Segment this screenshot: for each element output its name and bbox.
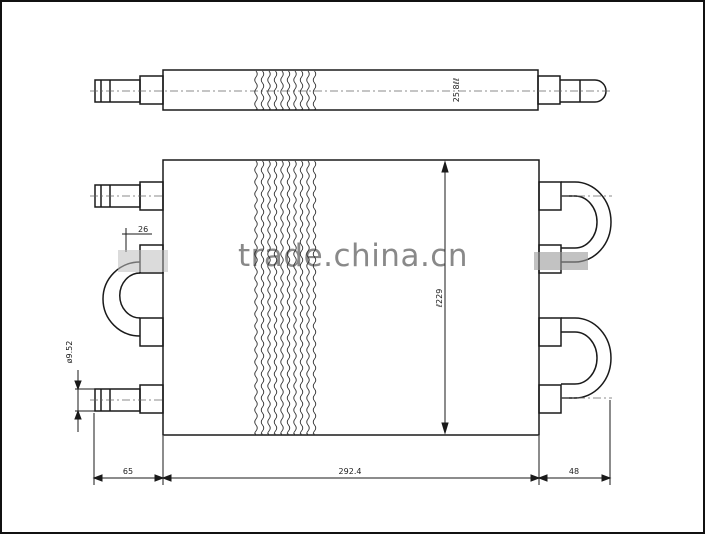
fin-line bbox=[254, 160, 258, 435]
top-view-fins bbox=[254, 70, 317, 110]
fin-line bbox=[286, 160, 291, 435]
fin-line bbox=[293, 70, 297, 110]
top-core-body bbox=[162, 69, 539, 111]
blurred-patch-left bbox=[118, 250, 168, 272]
fin-line bbox=[273, 160, 278, 435]
fin-line bbox=[312, 160, 317, 435]
fin-line bbox=[260, 160, 265, 435]
left-mid-fitting-lower bbox=[139, 317, 164, 347]
core-width-dimension: 292.4 bbox=[339, 467, 362, 476]
fin-line bbox=[306, 70, 310, 110]
pitch-dimension-label: 26 bbox=[138, 225, 148, 234]
fin-line bbox=[312, 70, 317, 110]
right-upper-u-bend bbox=[561, 181, 612, 263]
fin-line bbox=[267, 70, 271, 110]
top-view bbox=[94, 69, 607, 111]
bottom-dimensions bbox=[92, 400, 612, 485]
right-upper-fitting-a bbox=[538, 181, 562, 211]
fin-line bbox=[299, 70, 304, 110]
fin-line bbox=[260, 70, 265, 110]
top-left-fitting-base bbox=[139, 75, 164, 105]
right-lower-fitting-b bbox=[538, 384, 562, 414]
left-overall-dimension: 65 bbox=[123, 467, 133, 476]
fin-line bbox=[286, 70, 291, 110]
right-lower-fitting-a bbox=[538, 317, 562, 347]
left-lower-fitting-base bbox=[139, 384, 164, 414]
front-view-fins bbox=[254, 160, 317, 435]
right-overall-dimension: 48 bbox=[569, 467, 579, 476]
front-core-body bbox=[162, 159, 540, 436]
blurred-patch-right bbox=[534, 252, 588, 270]
pitch-dimension bbox=[122, 228, 152, 252]
front-view-centerlines bbox=[90, 195, 612, 401]
fin-line bbox=[254, 70, 258, 110]
fin-line bbox=[267, 160, 271, 435]
front-view bbox=[94, 159, 612, 436]
height-dimension bbox=[441, 160, 449, 435]
fin-line bbox=[273, 70, 278, 110]
fin-line bbox=[280, 70, 284, 110]
fin-line bbox=[306, 160, 310, 435]
core-depth-dimension: 25.8ℓℓ bbox=[452, 78, 461, 102]
fin-line bbox=[293, 160, 297, 435]
right-lower-u-bend bbox=[561, 317, 612, 399]
core-height-dimension: ℓ229 bbox=[435, 289, 444, 309]
tube-diameter-dimension bbox=[74, 370, 95, 432]
tube-diameter-label: ø9.52 bbox=[65, 341, 74, 364]
fin-line bbox=[299, 160, 304, 435]
fin-line bbox=[280, 160, 284, 435]
top-right-fitting-base bbox=[537, 75, 561, 105]
watermark: trade.china.cn bbox=[238, 238, 468, 274]
